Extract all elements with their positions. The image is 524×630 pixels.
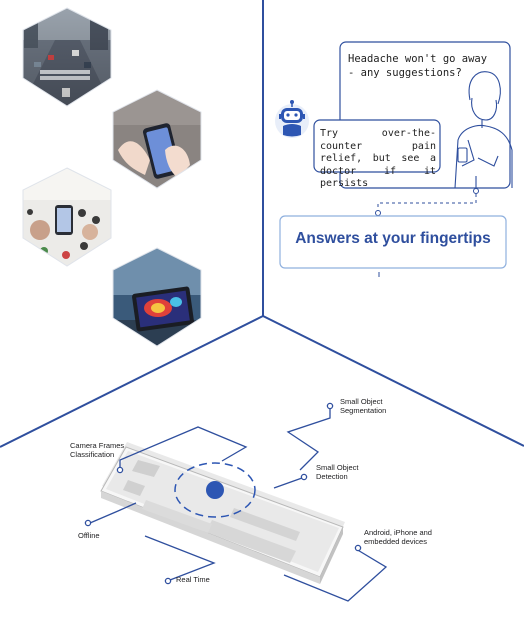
label-small-object-segmentation: Small Object Segmentation — [340, 397, 387, 415]
person-with-phone-icon — [454, 71, 513, 189]
chat-illustration — [275, 41, 513, 277]
headline-box — [279, 215, 507, 269]
bot-reply-text: Try over-the-counter pain relief, but se… — [320, 128, 436, 189]
city-traffic-photo — [23, 8, 111, 106]
hex-frame — [112, 89, 202, 189]
hands-collage-photo — [23, 168, 111, 266]
hex-frame — [22, 7, 112, 107]
label-android-iphone: Android, iPhone and embedded devices — [364, 528, 432, 546]
panel-divider-lines — [0, 0, 524, 448]
phone-diagram — [100, 442, 345, 584]
label-small-object-detection: Small Object Detection — [316, 463, 359, 481]
user-message-text: Headache won't go away - any suggestions… — [348, 53, 488, 79]
hex-frame — [22, 167, 112, 267]
chatbot-icon — [275, 100, 309, 138]
bot-reply-bubble — [313, 119, 441, 173]
tablet-heatmap-photo — [113, 248, 201, 346]
label-real-time: Real Time — [176, 575, 210, 584]
headline-text: Answers at your fingertips — [295, 230, 491, 247]
hex-frame — [112, 247, 202, 347]
label-camera-frames-classification: Camera Frames Classification — [70, 441, 125, 459]
feature-connectors — [84, 402, 388, 602]
label-offline: Offline — [78, 531, 100, 540]
phone-hands-photo — [113, 90, 201, 188]
